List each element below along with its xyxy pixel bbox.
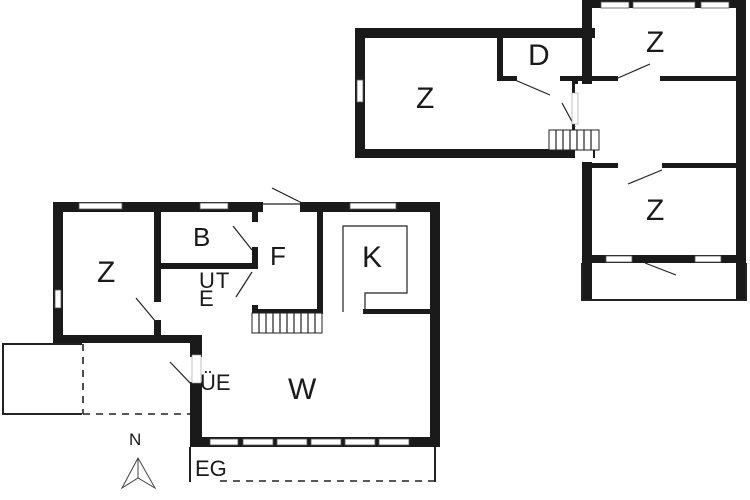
room-label-e: E bbox=[199, 286, 214, 311]
room-label-f: F bbox=[270, 241, 286, 271]
ground-floor-walls bbox=[53, 202, 440, 447]
ground-floor-stairs bbox=[251, 312, 323, 334]
north-arrow-icon bbox=[120, 456, 157, 490]
ground-floor-doors bbox=[135, 187, 305, 386]
room-label-b: B bbox=[193, 222, 211, 252]
level-label-eg: EG bbox=[195, 456, 227, 481]
outdoor-areas bbox=[2, 343, 436, 482]
room-label-z-upper-left: Z bbox=[416, 82, 435, 115]
room-label-z-upper-bottom: Z bbox=[646, 194, 665, 227]
room-label-z-upper-top: Z bbox=[646, 26, 665, 59]
room-label-d: D bbox=[528, 39, 550, 72]
room-label-ut: UT bbox=[199, 268, 231, 293]
room-label-k: K bbox=[362, 241, 383, 274]
upper-floor-doors bbox=[514, 63, 747, 301]
upper-floor-stairs bbox=[548, 129, 600, 151]
upper-floor-windows bbox=[356, 1, 730, 263]
room-label-ue: ÜE bbox=[200, 370, 231, 395]
ground-floor-windows bbox=[54, 202, 410, 446]
compass-label: N bbox=[129, 430, 142, 449]
room-label-z-ground: Z bbox=[97, 256, 116, 289]
room-label-w: W bbox=[288, 373, 317, 406]
kitchen-counter bbox=[342, 225, 408, 312]
